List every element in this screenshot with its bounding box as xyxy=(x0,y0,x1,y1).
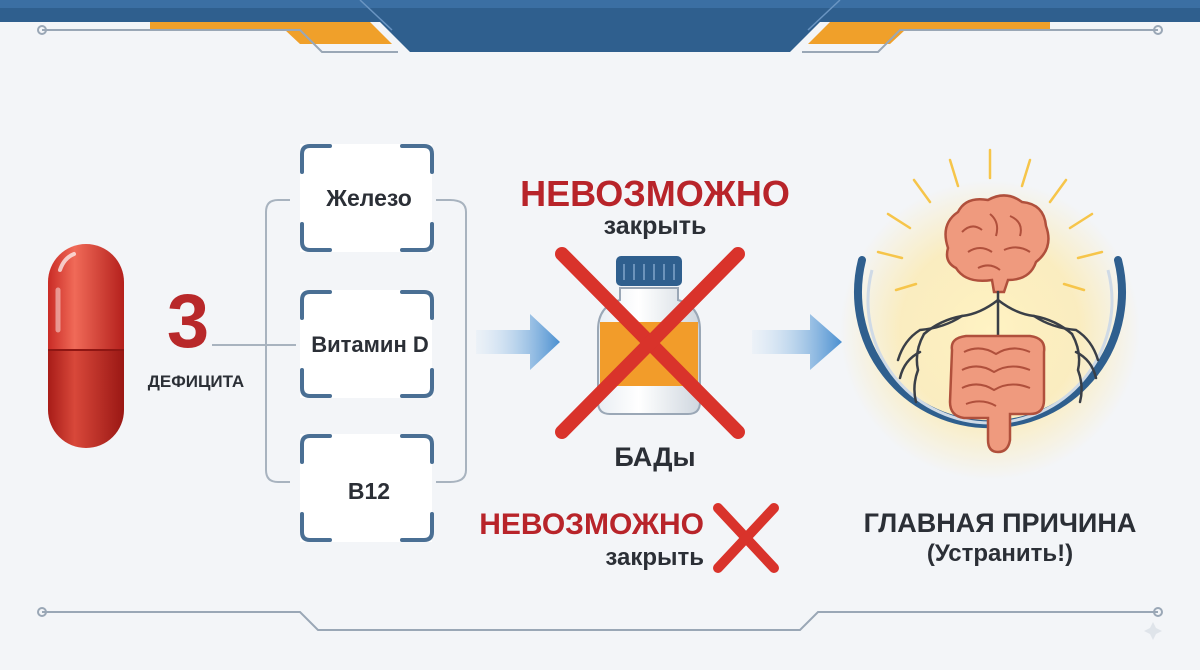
impossible-heading: НЕВОЗМОЖНО xyxy=(520,173,790,214)
root-cause-title: ГЛАВНАЯ ПРИЧИНА xyxy=(863,508,1137,538)
supplements-label: БАДы xyxy=(614,442,696,472)
deficit-label: ДЕФИЦИТА xyxy=(147,372,245,391)
cross-icon xyxy=(555,247,745,439)
deficit-item-vitamin-d: Витамин D xyxy=(311,332,429,357)
impossible-heading-secondary: НЕВОЗМОЖНО xyxy=(479,508,704,541)
bracket-frame-icon xyxy=(300,144,434,542)
bottom-frame xyxy=(37,607,1163,640)
arrow-right-icon xyxy=(476,314,842,370)
brain-gut-icon xyxy=(840,148,1140,480)
deficit-item-b12: B12 xyxy=(347,478,391,504)
root-cause-action: (Устранить!) xyxy=(926,540,1074,567)
impossible-subtext: закрыть xyxy=(603,212,707,240)
impossible-subtext-secondary: закрыть xyxy=(605,544,704,571)
deficit-item-iron: Железо xyxy=(326,185,412,211)
deficit-count: 3 xyxy=(166,279,210,364)
cross-icon xyxy=(713,503,779,573)
connector-lines xyxy=(212,199,467,483)
top-banner xyxy=(0,0,1200,53)
capsule-icon xyxy=(48,244,124,448)
